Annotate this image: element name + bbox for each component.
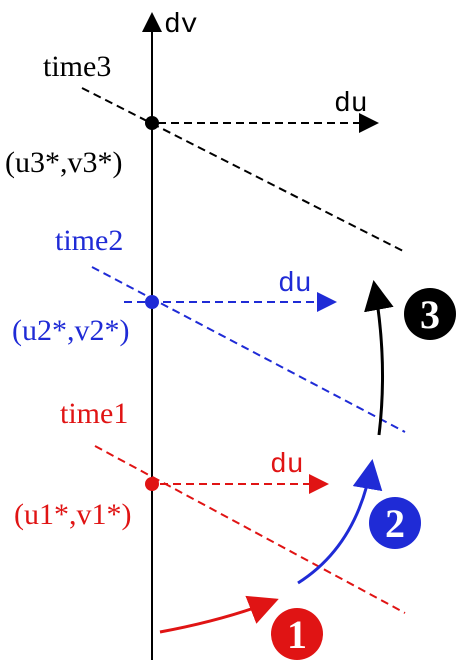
- step-1-arrow: [159, 595, 279, 634]
- step-2-arrow: [297, 459, 383, 585]
- time2-du-label: du: [278, 269, 312, 300]
- step-badge-2: 2: [369, 497, 421, 549]
- time1-dashed-line: [94, 445, 406, 614]
- step-badge-3: 3: [404, 288, 456, 340]
- time3-label: time3: [43, 50, 111, 83]
- dv-axis-label: dv: [164, 10, 198, 41]
- time2-label: time2: [55, 224, 123, 257]
- equilibrium-point-3: [145, 116, 159, 130]
- point-3-label: (u3*,v3*): [5, 146, 122, 179]
- time2-dashed-line: [91, 266, 406, 433]
- step-3-arrow: [364, 280, 394, 436]
- time1-label: time1: [60, 397, 128, 430]
- step-badge-1: 1: [271, 608, 323, 660]
- time1-du-label: du: [270, 450, 304, 481]
- time3-du-label: du: [334, 89, 368, 120]
- step-badge-2-number: 2: [385, 501, 405, 546]
- time3-dashed-line: [81, 87, 406, 253]
- equilibrium-point-2: [145, 295, 159, 309]
- point-1-label: (u1*,v1*): [14, 498, 131, 531]
- point-2-label: (u2*,v2*): [12, 314, 129, 347]
- step-badge-1-number: 1: [287, 612, 307, 657]
- equilibrium-point-1: [145, 477, 159, 491]
- step-badge-3-number: 3: [420, 292, 440, 337]
